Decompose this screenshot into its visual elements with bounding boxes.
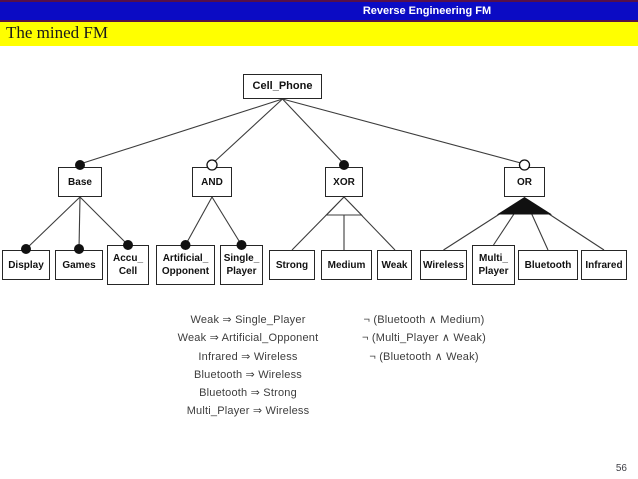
tree-edge <box>185 196 213 246</box>
node-cell-phone: Cell_Phone <box>243 74 322 99</box>
node-label: AND <box>201 176 223 188</box>
tree-edge <box>282 98 345 165</box>
constraint: Multi_Player ⇒ Wireless <box>186 405 310 418</box>
node-label: Medium <box>327 259 366 271</box>
node-accu-cell: Accu_ Cell <box>107 245 149 285</box>
node-label: Cell_Phone <box>252 80 313 93</box>
page-number: 56 <box>615 463 627 474</box>
node-label: OR <box>517 176 532 188</box>
constraint: Infrared ⇒ Wireless <box>198 350 298 363</box>
xor-group-icon <box>325 196 363 216</box>
header-bar: Reverse Engineering FM <box>0 0 638 22</box>
node-multi-player: Multi_ Player <box>472 245 515 285</box>
constraint: Bluetooth ⇒ Wireless <box>194 368 302 381</box>
slide-title-bar: The mined FM <box>0 22 638 46</box>
node-label: Bluetooth <box>524 259 572 271</box>
node-label: Accu_ <box>112 253 143 264</box>
or-group-icon <box>497 197 552 215</box>
node-label: Player <box>478 266 509 277</box>
node-single-player: Single_ Player <box>220 245 263 285</box>
constraint: Bluetooth ⇒ Strong <box>199 387 297 400</box>
slide-title: The mined FM <box>6 23 108 42</box>
node-label: Base <box>68 176 92 188</box>
node-bluetooth: Bluetooth <box>518 250 578 280</box>
tree-edge <box>78 196 81 250</box>
tree-edge <box>343 196 396 251</box>
tree-edge <box>79 98 283 165</box>
tree-edge <box>443 197 525 251</box>
node-display: Display <box>2 250 50 280</box>
node-base: Base <box>58 167 102 197</box>
node-strong: Strong <box>269 250 315 280</box>
tree-edge <box>282 98 525 165</box>
header-title: Reverse Engineering FM <box>362 5 492 17</box>
tree-edge <box>211 98 283 165</box>
constraints-right: ¬ (Bluetooth ∧ Medium) ¬ (Multi_Player ∧… <box>324 311 524 366</box>
node-xor: XOR <box>325 167 363 197</box>
tree-edge <box>25 196 81 250</box>
node-and: AND <box>192 167 232 197</box>
constraint: Weak ⇒ Artificial_Opponent <box>177 332 319 345</box>
tree-edge <box>79 196 129 246</box>
node-or: OR <box>504 167 545 197</box>
node-label: Multi_ <box>479 253 508 264</box>
node-label: Opponent <box>161 266 210 277</box>
node-weak: Weak <box>377 250 412 280</box>
node-games: Games <box>55 250 103 280</box>
node-medium: Medium <box>321 250 372 280</box>
node-label: Games <box>62 259 96 271</box>
node-label: Artificial_ <box>162 253 209 264</box>
constraint: ¬ (Bluetooth ∧ Weak) <box>369 350 479 363</box>
node-label: Strong <box>275 259 309 271</box>
node-wireless: Wireless <box>420 250 467 280</box>
node-label: Cell <box>118 266 138 277</box>
node-infrared: Infrared <box>581 250 627 280</box>
node-label: Infrared <box>585 259 623 271</box>
node-label: Wireless <box>422 259 465 271</box>
tree-edge <box>524 197 605 251</box>
node-label: XOR <box>333 176 355 188</box>
node-label: Display <box>8 259 44 271</box>
constraint: ¬ (Multi_Player ∧ Weak) <box>361 332 486 345</box>
node-label: Player <box>226 266 257 277</box>
tree-edge <box>211 196 242 246</box>
tree-edge <box>493 197 525 246</box>
constraints-left: Weak ⇒ Single_Player Weak ⇒ Artificial_O… <box>148 311 348 421</box>
node-label: Single_ <box>223 253 260 264</box>
tree-edge <box>523 197 549 251</box>
constraint: ¬ (Bluetooth ∧ Medium) <box>363 314 485 326</box>
node-label: Weak <box>381 259 408 271</box>
node-artificial-opponent: Artificial_ Opponent <box>156 245 215 285</box>
constraint: Weak ⇒ Single_Player <box>190 314 306 326</box>
tree-edge <box>291 196 345 251</box>
